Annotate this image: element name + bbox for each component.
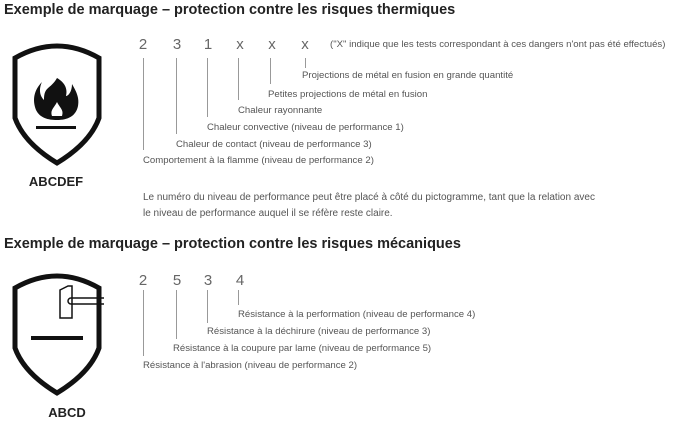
mechanical-label: Résistance à la performation (niveau de … (238, 309, 476, 320)
leader-line (176, 290, 177, 339)
thermal-digit: 1 (203, 36, 213, 53)
paragraph-line: Le numéro du niveau de performance peut … (143, 192, 595, 203)
leader-line (207, 290, 208, 323)
leader-line (238, 290, 239, 305)
mechanical-digit: 4 (235, 272, 245, 289)
leader-line (238, 58, 239, 100)
leader-line (176, 58, 177, 134)
mechanical-digit: 2 (138, 272, 148, 289)
thermal-label: Petites projections de métal en fusion (268, 89, 428, 100)
thermal-digit: x (268, 36, 276, 53)
thermal-shield-icon (12, 43, 102, 166)
thermal-label: Comportement à la flamme (niveau de perf… (143, 155, 374, 166)
thermal-note: ("X" indique que les tests correspondant… (330, 39, 666, 50)
thermal-digit: x (236, 36, 244, 53)
thermal-heading: Exemple de marquage – protection contre … (4, 2, 456, 18)
mechanical-shield-icon (12, 273, 104, 396)
mechanical-digit: 5 (172, 272, 182, 289)
thermal-digit: 2 (138, 36, 148, 53)
leader-line (143, 290, 144, 356)
thermal-digit: x (301, 36, 309, 53)
leader-line (305, 58, 306, 68)
mechanical-label: Résistance à la coupure par lame (niveau… (173, 343, 432, 354)
paragraph-line: le niveau de performance auquel il se ré… (143, 208, 393, 219)
mechanical-code: ABCD (48, 405, 86, 420)
thermal-label: Chaleur de contact (niveau de performanc… (176, 139, 372, 150)
mechanical-heading: Exemple de marquage – protection contre … (4, 236, 461, 252)
mechanical-label: Résistance à l'abrasion (niveau de perfo… (143, 360, 358, 371)
thermal-label: Chaleur convective (niveau de performanc… (207, 122, 404, 133)
thermal-digit: 3 (172, 36, 182, 53)
leader-line (270, 58, 271, 84)
thermal-label: Chaleur rayonnante (238, 105, 323, 116)
mechanical-digit: 3 (203, 272, 213, 289)
leader-line (143, 58, 144, 150)
leader-line (207, 58, 208, 117)
thermal-label: Projections de métal en fusion en grande… (302, 70, 514, 81)
mechanical-label: Résistance à la déchirure (niveau de per… (207, 326, 431, 337)
thermal-code: ABCDEF (28, 174, 84, 189)
